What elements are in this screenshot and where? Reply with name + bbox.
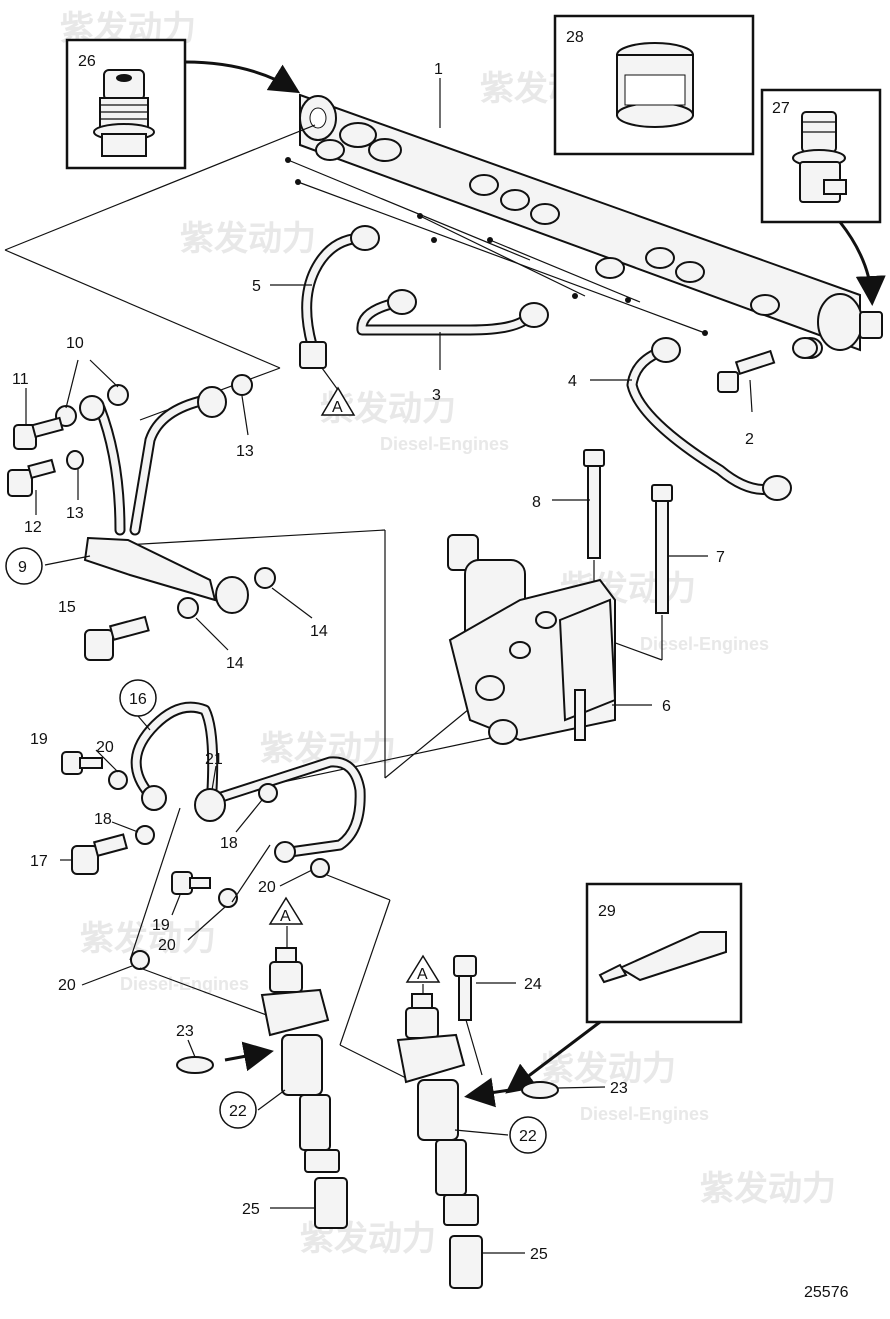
banjo-bolt-12 bbox=[7, 458, 56, 497]
callout-20-mid: 20 bbox=[258, 879, 276, 896]
bolt-24 bbox=[453, 955, 483, 1076]
callout-4: 4 bbox=[568, 373, 577, 390]
callout-14-right: 14 bbox=[310, 623, 328, 640]
callout-25-left: 25 bbox=[242, 1201, 260, 1218]
callout-20-bottom: 20 bbox=[58, 977, 76, 994]
pipe-16 bbox=[130, 701, 219, 811]
injector-22-left bbox=[176, 947, 348, 1229]
inset-28-sealant-can bbox=[553, 14, 755, 156]
rail-leader-lines bbox=[285, 157, 708, 336]
inset-26-pressure-valve bbox=[65, 38, 187, 170]
callout-16: 16 bbox=[129, 691, 147, 708]
marker-a-2: A bbox=[280, 908, 291, 925]
bolt-19-lower bbox=[171, 871, 211, 895]
inset-29-sealant-tube bbox=[585, 882, 743, 1024]
callout-15: 15 bbox=[58, 599, 76, 616]
callout-17: 17 bbox=[30, 853, 48, 870]
callout-19-upper: 19 bbox=[30, 731, 48, 748]
callout-25-right: 25 bbox=[530, 1246, 548, 1263]
callout-20-lower: 20 bbox=[158, 937, 176, 954]
injector-22-right bbox=[396, 993, 559, 1289]
arrow-26 bbox=[184, 60, 301, 94]
callout-5: 5 bbox=[252, 278, 261, 295]
washers-left-lower bbox=[108, 770, 330, 970]
bolt-19-upper bbox=[61, 751, 103, 775]
bolt-2 bbox=[717, 337, 818, 393]
callout-26: 26 bbox=[78, 53, 96, 70]
callout-12: 12 bbox=[24, 519, 42, 536]
callout-9: 9 bbox=[18, 559, 27, 576]
inset-27-rail-pressure-sensor bbox=[760, 88, 882, 224]
svg-text:Diesel-Engines: Diesel-Engines bbox=[380, 434, 509, 454]
marker-a-triangles: A A A bbox=[268, 386, 441, 983]
callout-3: 3 bbox=[432, 387, 441, 404]
pipe-9 bbox=[79, 386, 249, 614]
callout-10: 10 bbox=[66, 335, 84, 352]
svg-text:紫发动力: 紫发动力 bbox=[80, 920, 216, 958]
callout-19-lower: 19 bbox=[152, 917, 170, 934]
callout-23-right: 23 bbox=[610, 1080, 628, 1097]
callout-13-left: 13 bbox=[66, 505, 84, 522]
callout-6: 6 bbox=[662, 698, 671, 715]
arrows-seal bbox=[224, 1041, 511, 1108]
svg-text:Diesel-Engines: Diesel-Engines bbox=[580, 1104, 709, 1124]
marker-a-1: A bbox=[332, 399, 343, 416]
pipe-3 bbox=[356, 289, 549, 336]
lower-guide-lines bbox=[129, 807, 411, 1081]
svg-text:紫发动力: 紫发动力 bbox=[700, 1170, 836, 1208]
svg-text:Diesel-Engines: Diesel-Engines bbox=[640, 634, 769, 654]
banjo-bolt-11 bbox=[13, 416, 64, 450]
callout-28: 28 bbox=[566, 29, 584, 46]
callout-22-right: 22 bbox=[519, 1128, 537, 1145]
callout-22-left: 22 bbox=[229, 1103, 247, 1120]
callout-24: 24 bbox=[524, 976, 542, 993]
svg-text:紫发动力: 紫发动力 bbox=[540, 1050, 676, 1088]
callout-13-right: 13 bbox=[236, 443, 254, 460]
pipe-21 bbox=[194, 756, 366, 863]
callout-18-right: 18 bbox=[220, 835, 238, 852]
marker-a-3: A bbox=[417, 966, 428, 983]
bolt-8 bbox=[583, 449, 605, 559]
callout-7: 7 bbox=[716, 549, 725, 566]
callout-23-left: 23 bbox=[176, 1023, 194, 1040]
figure-number: 25576 bbox=[804, 1284, 849, 1301]
callout-27: 27 bbox=[772, 100, 790, 117]
arrow-29 bbox=[505, 1020, 601, 1094]
callout-14-left: 14 bbox=[226, 655, 244, 672]
callout-labels: 1 2 3 4 5 6 7 8 10 11 12 13 13 14 14 15 … bbox=[12, 29, 849, 1301]
arrow-27 bbox=[838, 221, 886, 306]
callout-2: 2 bbox=[745, 431, 754, 448]
circled-callouts: 9 16 22 22 bbox=[5, 547, 547, 1154]
bolt-7 bbox=[651, 484, 673, 614]
svg-text:紫发动力: 紫发动力 bbox=[180, 220, 316, 258]
callout-20-upper: 20 bbox=[96, 739, 114, 756]
callout-8: 8 bbox=[532, 494, 541, 511]
callout-1: 1 bbox=[434, 61, 443, 78]
callout-leaders bbox=[25, 78, 753, 1254]
pipe-4 bbox=[626, 337, 792, 501]
callout-18-left: 18 bbox=[94, 811, 112, 828]
callout-11: 11 bbox=[12, 371, 29, 388]
fuel-pump-6 bbox=[447, 534, 617, 745]
callout-21: 21 bbox=[205, 751, 223, 768]
banjo-bolt-15 bbox=[84, 615, 150, 661]
banjo-bolt-17 bbox=[71, 833, 129, 875]
pipe-5 bbox=[299, 225, 380, 369]
callout-29: 29 bbox=[598, 903, 616, 920]
